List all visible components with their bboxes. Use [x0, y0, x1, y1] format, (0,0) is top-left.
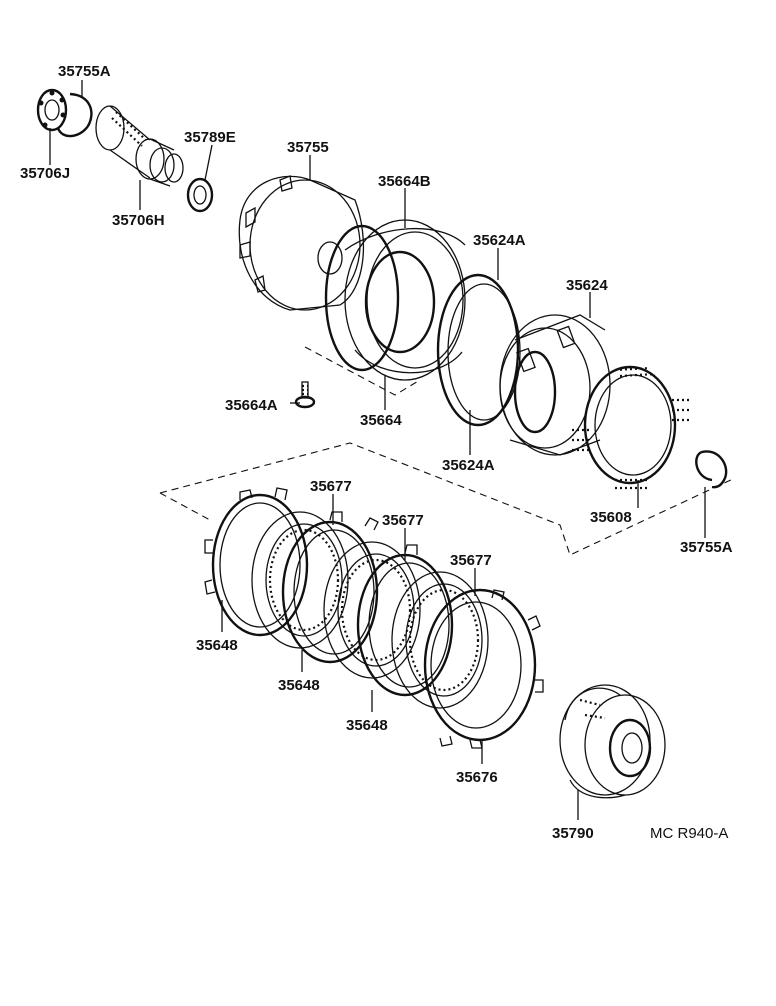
label-35624A-top: 35624A	[473, 232, 526, 249]
part-35755-drum	[238, 175, 364, 311]
part-35706H-shaft	[95, 105, 184, 187]
part-35664B-ring	[324, 224, 400, 372]
label-35648-2: 35648	[278, 677, 320, 694]
part-35677-disc-1	[251, 511, 349, 649]
part-35789E-washer	[186, 177, 214, 213]
leader-35789E	[204, 144, 213, 181]
group-outline-upper	[304, 346, 421, 396]
label-35648-1: 35648	[196, 637, 238, 654]
label-35677-3: 35677	[450, 552, 492, 569]
part-35624-piston	[499, 314, 611, 456]
label-35790: 35790	[552, 825, 594, 842]
part-35755A-snap-ring-right	[695, 450, 728, 489]
label-35677-2: 35677	[382, 512, 424, 529]
part-35664-piston	[344, 219, 466, 381]
label-35789E: 35789E	[184, 129, 236, 146]
label-35676: 35676	[456, 769, 498, 786]
label-35608: 35608	[590, 509, 632, 526]
group-outline-lower-left	[159, 492, 211, 521]
label-35648-3: 35648	[346, 717, 388, 734]
group-outline-lower	[159, 442, 736, 556]
label-35677-1: 35677	[310, 478, 352, 495]
label-35664: 35664	[360, 412, 402, 429]
label-35624A-bottom: 35624A	[442, 457, 495, 474]
label-35755A-right: 35755A	[680, 539, 733, 556]
part-35677-disc-3	[391, 571, 489, 709]
part-35790-hub	[559, 684, 666, 799]
part-35706J-bearing	[36, 88, 68, 132]
part-35648-plate-1	[204, 487, 309, 637]
part-35755A-snap-ring-top	[56, 92, 93, 138]
part-35608-spring-retainer	[572, 365, 690, 490]
label-35664B: 35664B	[378, 173, 431, 190]
label-35624: 35624	[566, 277, 608, 294]
label-35706H: 35706H	[112, 212, 165, 229]
label-35755A-top: 35755A	[58, 63, 111, 80]
part-35676-flange	[423, 588, 544, 749]
label-35706J: 35706J	[20, 165, 70, 182]
part-35664A-bolt	[294, 381, 316, 409]
leader-lines	[49, 80, 706, 820]
label-35664A: 35664A	[225, 397, 278, 414]
label-35755: 35755	[287, 139, 329, 156]
figure-code: MC R940-A	[650, 825, 728, 842]
part-35648-plate-2	[281, 511, 379, 664]
